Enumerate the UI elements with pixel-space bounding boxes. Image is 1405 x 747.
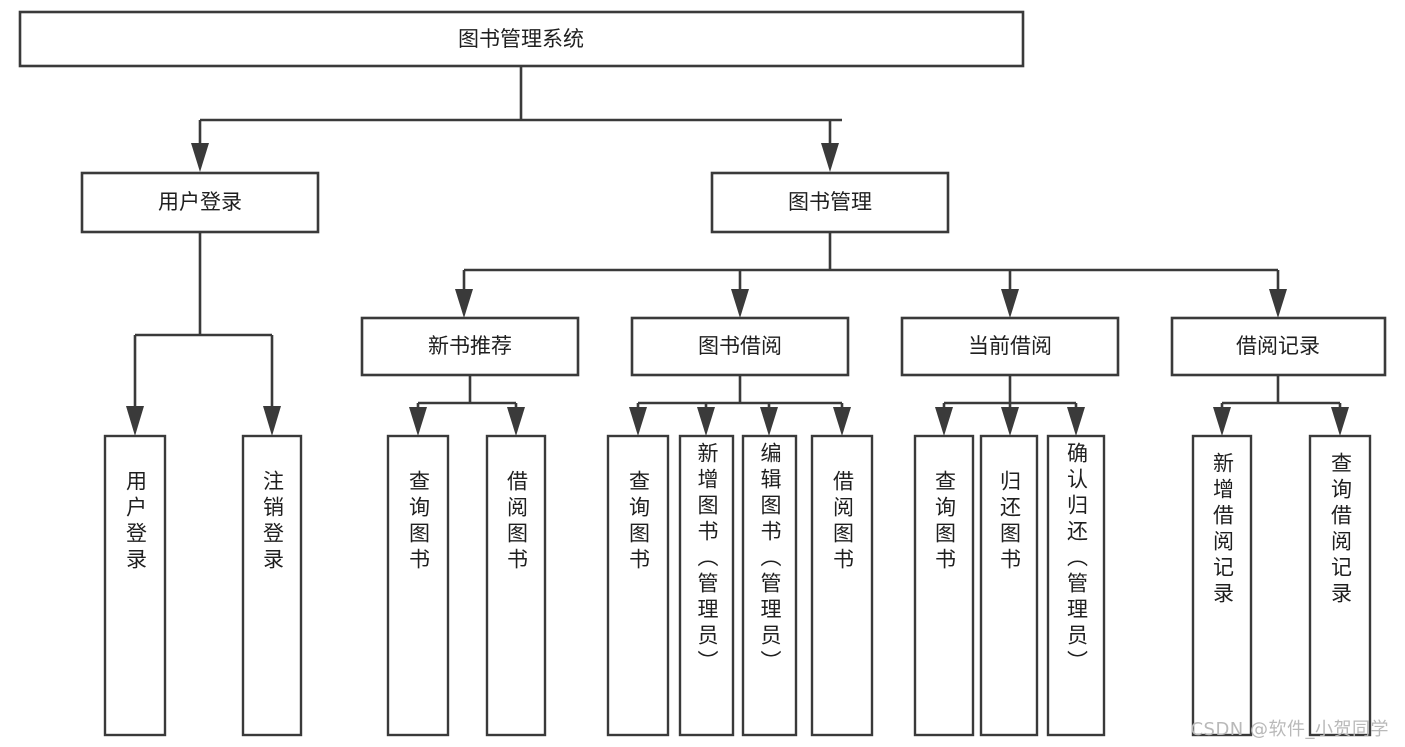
connector-group-book-manage <box>455 232 1287 318</box>
leaf-box-new-book-2[interactable] <box>485 434 547 737</box>
connector-group-borrow-record <box>1213 375 1349 436</box>
connector-group-user-login <box>126 232 281 436</box>
arrow-head-leaf-new-book-2 <box>507 407 525 436</box>
node-new-book-recommend-box[interactable] <box>360 316 580 377</box>
connector-group-book-borrow <box>629 375 851 436</box>
arrow-head-leaf-book-borrow-1 <box>629 407 647 436</box>
node-user-login[interactable]: 用户登录 <box>80 171 320 234</box>
node-borrow-record-box[interactable] <box>1170 316 1387 377</box>
arrow-head-leaf-borrow-record-1 <box>1213 407 1231 436</box>
leaf-box-current-borrow-3[interactable] <box>1046 434 1106 737</box>
leaf-box-user-login-1[interactable] <box>103 434 167 737</box>
leaf-box-book-borrow-2[interactable] <box>678 434 735 737</box>
arrow-head-leaf-current-borrow-2 <box>1001 407 1019 436</box>
arrow-head-leaf-current-borrow-3 <box>1067 407 1085 436</box>
leaf-box-borrow-record-2[interactable] <box>1308 434 1372 737</box>
arrow-head-lvl2-4 <box>1269 289 1287 318</box>
leaf-box-book-borrow-1[interactable] <box>606 434 670 737</box>
arrow-head-leaf-new-book-1 <box>409 407 427 436</box>
node-book-borrow[interactable]: 图书借阅 <box>630 316 850 377</box>
arrow-head-user-login <box>191 143 209 172</box>
node-user-login-label: 用户登录 <box>158 190 242 214</box>
node-borrow-record-label: 借阅记录 <box>1236 334 1320 358</box>
arrow-head-lvl2-1 <box>455 289 473 318</box>
node-book-manage-box[interactable] <box>710 171 950 234</box>
arrow-head-book-manage <box>821 143 839 172</box>
leaf-box-book-borrow-4[interactable] <box>810 434 874 737</box>
arrow-head-leaf-user-login-1 <box>126 406 144 436</box>
leaf-box-new-book-1[interactable] <box>386 434 450 737</box>
connector-group-root <box>191 66 842 172</box>
node-root[interactable]: 图书管理系统 <box>18 10 1025 68</box>
leaf-box-borrow-record-1[interactable] <box>1191 434 1253 737</box>
arrow-head-lvl2-3 <box>1001 289 1019 318</box>
node-new-book-recommend-label: 新书推荐 <box>428 334 512 358</box>
leaf-box-user-login-2[interactable] <box>241 434 303 737</box>
node-new-book-recommend[interactable]: 新书推荐 <box>360 316 580 377</box>
leaf-box-current-borrow-2[interactable] <box>979 434 1039 737</box>
node-root-label: 图书管理系统 <box>458 27 584 51</box>
arrow-head-leaf-book-borrow-4 <box>833 407 851 436</box>
node-current-borrow-label: 当前借阅 <box>968 334 1052 358</box>
arrow-head-lvl2-2 <box>731 289 749 318</box>
node-current-borrow-box[interactable] <box>900 316 1120 377</box>
connector-group-current-borrow <box>935 375 1085 436</box>
node-book-manage[interactable]: 图书管理 <box>710 171 950 234</box>
arrow-head-leaf-current-borrow-1 <box>935 407 953 436</box>
node-book-borrow-label: 图书借阅 <box>698 334 782 358</box>
node-book-manage-label: 图书管理 <box>788 190 872 214</box>
arrow-head-leaf-book-borrow-3 <box>760 407 778 436</box>
node-user-login-box[interactable] <box>80 171 320 234</box>
connector-group-new-book <box>409 375 525 436</box>
node-root-box[interactable] <box>18 10 1025 68</box>
arrow-head-leaf-book-borrow-2 <box>697 407 715 436</box>
arrow-head-leaf-user-login-2 <box>263 406 281 436</box>
arrow-head-leaf-borrow-record-2 <box>1331 407 1349 436</box>
node-current-borrow[interactable]: 当前借阅 <box>900 316 1120 377</box>
leaf-box-book-borrow-3[interactable] <box>741 434 798 737</box>
node-borrow-record[interactable]: 借阅记录 <box>1170 316 1387 377</box>
node-book-borrow-box[interactable] <box>630 316 850 377</box>
leaf-box-current-borrow-1[interactable] <box>913 434 975 737</box>
